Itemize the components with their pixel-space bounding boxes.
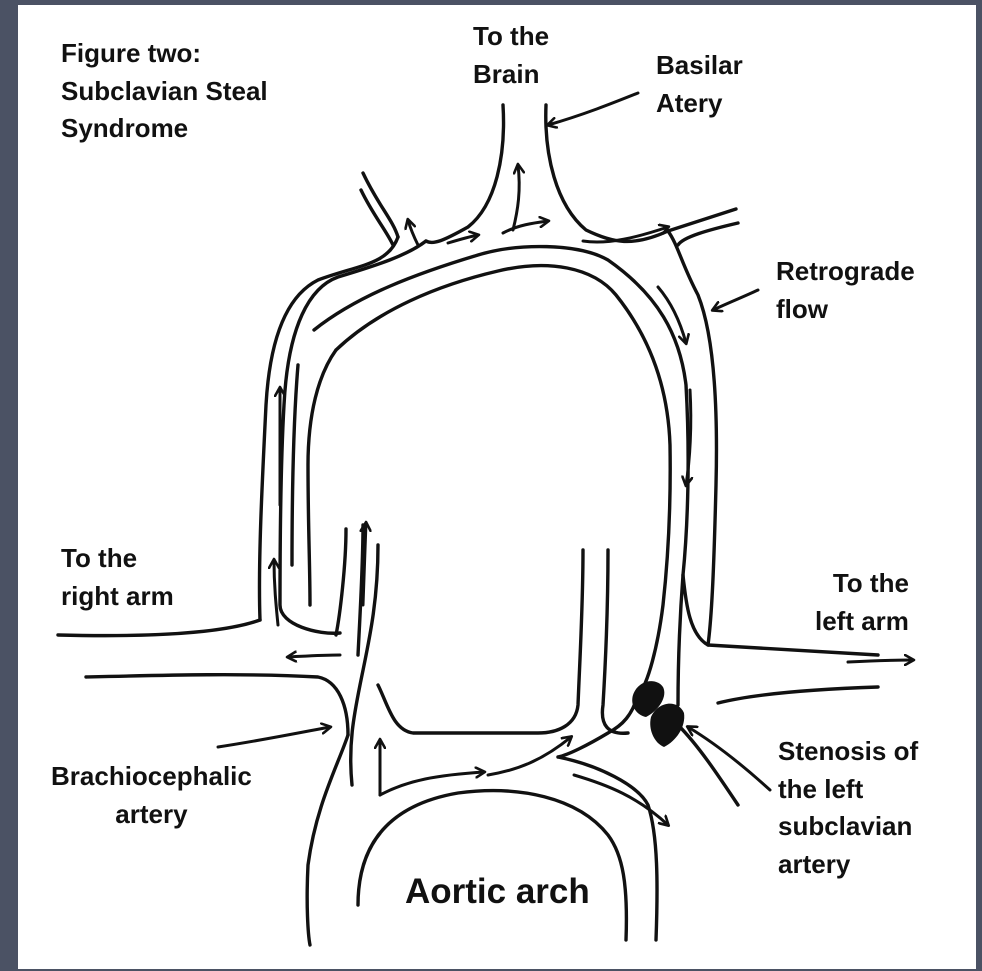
left-subclavian-outer-wall [678, 725, 738, 805]
label-aortic-arch: Aortic arch [405, 869, 590, 915]
aortic-arch-inner [358, 791, 626, 940]
arrow-top-left-1 [408, 220, 418, 245]
label-brachiocephalic-artery: Brachiocephalic artery [51, 758, 252, 833]
label-to-brain: To the Brain [473, 18, 549, 93]
basilar-artery-right-wall [546, 105, 736, 241]
arrow-up-left-2 [274, 560, 278, 625]
basilar-artery-left-wall [426, 105, 504, 242]
label-retrograde-flow: Retrograde flow [776, 253, 915, 328]
figure-title: Figure two: Subclavian Steal Syndrome [61, 35, 268, 148]
right-arm-lower-wall [86, 675, 348, 735]
label-stenosis: Stenosis of the left subclavian artery [778, 733, 918, 884]
arrow-left-arm [848, 660, 913, 662]
label-left-arm: To the left arm [815, 565, 909, 640]
right-vertebral-inner-wall [280, 241, 426, 633]
central-vessel-left-wall [378, 550, 583, 733]
right-arm-upper-wall [58, 620, 260, 636]
brachiocephalic-branch-a [336, 529, 346, 635]
inner-loop-inner-wall [336, 266, 670, 695]
arrow-basilar-pointer [548, 93, 638, 125]
inner-left-wall-2 [292, 365, 298, 565]
arrow-up-brain [513, 165, 519, 230]
left-subclavian-lower-wall [558, 695, 638, 757]
arrow-top-right-1 [503, 221, 548, 233]
label-basilar-artery: Basilar Atery [656, 47, 743, 122]
aortic-arch-outer-left [307, 735, 348, 945]
arrow-stenosis-pointer [688, 727, 770, 790]
arrow-retrograde-pointer [713, 290, 758, 310]
central-vessel-right-wall [602, 550, 628, 733]
left-arm-lower-wall [718, 687, 878, 703]
arrow-brachio-pointer [218, 727, 330, 747]
arrow-left-right-arm [288, 655, 340, 657]
label-right-arm: To the right arm [61, 540, 174, 615]
inner-left-wall [308, 350, 336, 605]
figure-panel: Figure two: Subclavian Steal Syndrome To… [18, 5, 976, 969]
left-arm-upper-wall [683, 575, 708, 645]
